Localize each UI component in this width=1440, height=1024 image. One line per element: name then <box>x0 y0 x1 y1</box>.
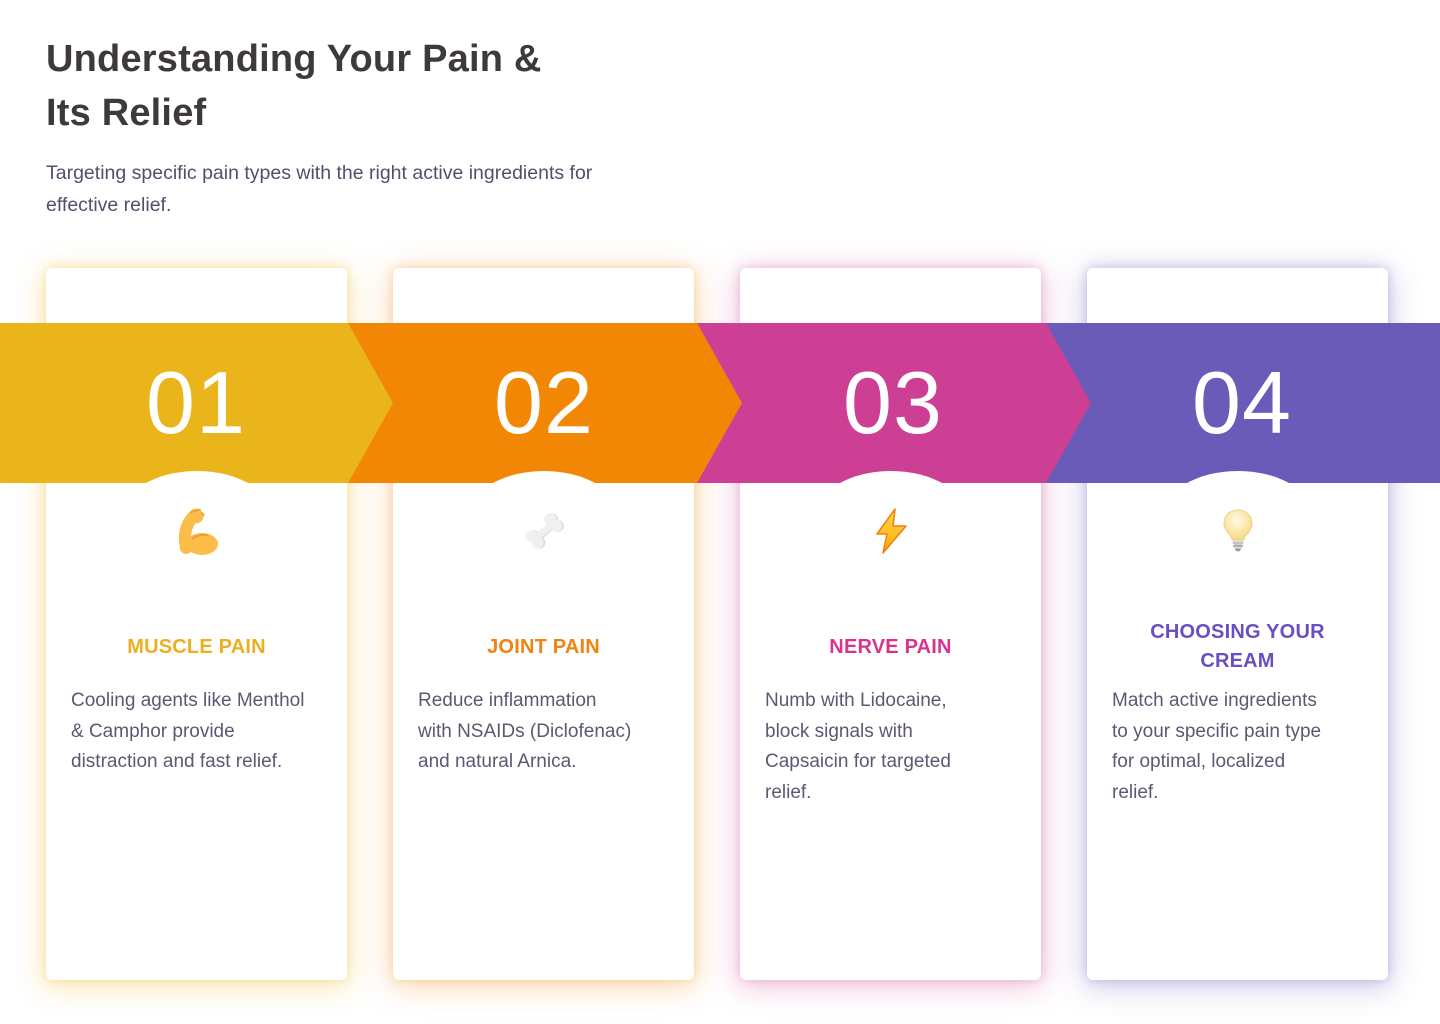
band-step-4: 04 <box>1046 323 1440 483</box>
card-description: Numb with Lidocaine, block signals with … <box>765 690 951 803</box>
card-description: Cooling agents like Menthol & Camphor pr… <box>71 690 305 772</box>
bulb-icon <box>1211 504 1265 558</box>
step-number-3: 03 <box>843 353 943 452</box>
step-number-1: 01 <box>146 353 246 452</box>
card-title: JOINT PAIN <box>487 635 600 658</box>
page-subtitle: Targeting specific pain types with the r… <box>46 162 593 216</box>
band-step-2: 02 <box>348 323 742 483</box>
card-description: Reduce inflammation with NSAIDs (Diclofe… <box>418 690 632 772</box>
step-number-4: 04 <box>1192 353 1292 452</box>
card-title: NERVE PAIN <box>829 635 952 658</box>
band-step-1: 01 <box>0 323 393 483</box>
header: Understanding Your Pain & Its Relief Tar… <box>46 32 766 221</box>
card-title: MUSCLE PAIN <box>127 635 266 658</box>
card-description: Match active ingredients to your specifi… <box>1112 690 1322 803</box>
muscle-icon <box>170 504 224 558</box>
bone-icon <box>517 504 571 558</box>
page-title: Understanding Your Pain & Its Relief <box>46 38 542 134</box>
step-number-2: 02 <box>494 353 594 452</box>
lightning-icon <box>864 504 918 558</box>
band-step-3: 03 <box>697 323 1091 483</box>
card-title: CHOOSING YOUR CREAM <box>1150 621 1325 672</box>
